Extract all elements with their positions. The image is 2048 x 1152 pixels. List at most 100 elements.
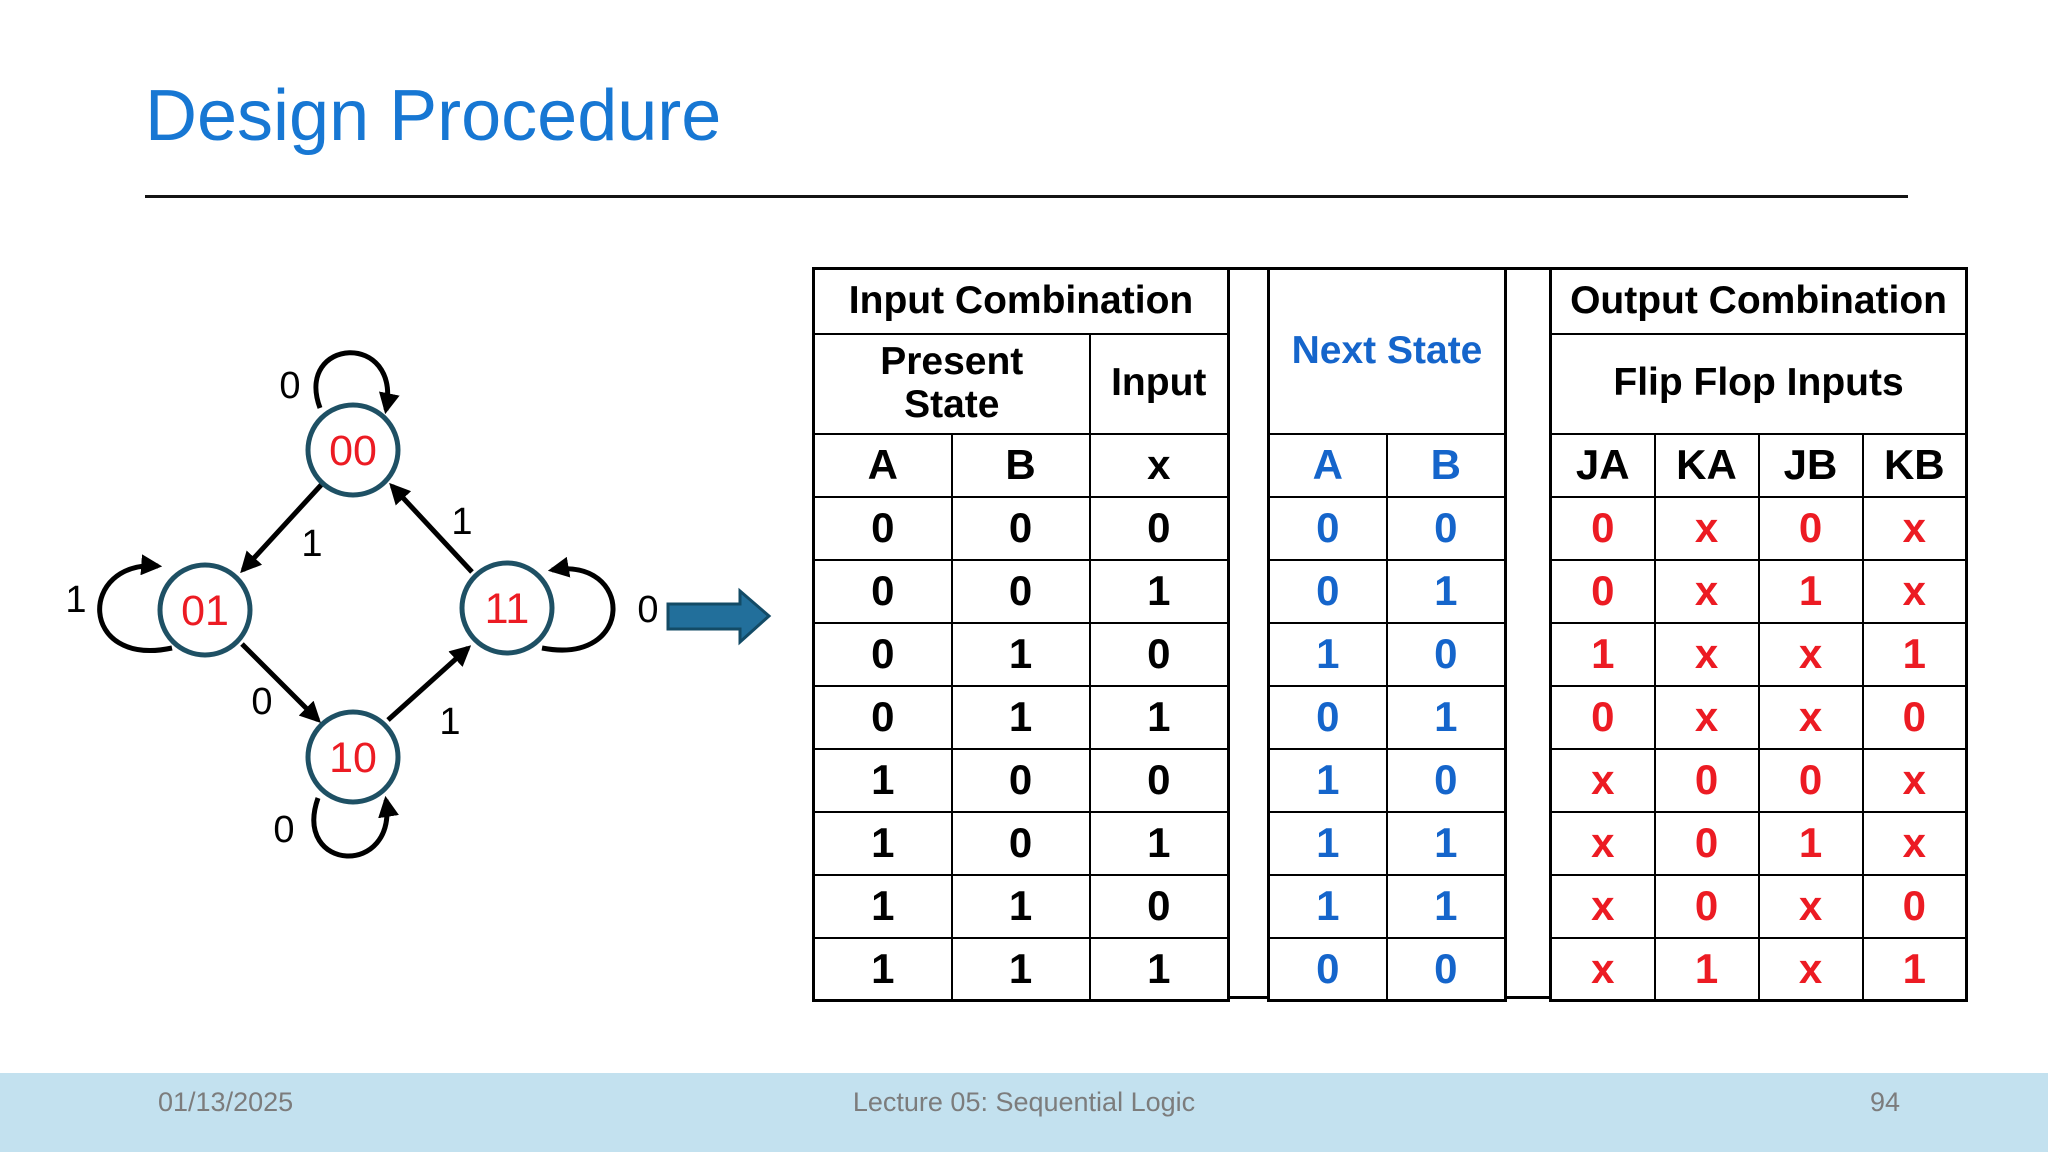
present-state-header: Present State bbox=[812, 332, 1091, 435]
cell-b: 0 bbox=[950, 558, 1091, 624]
loop-label-01: 1 bbox=[65, 579, 86, 621]
cell-x: 0 bbox=[1088, 621, 1230, 687]
self-loop-11 bbox=[541, 556, 616, 653]
cell-b: 1 bbox=[950, 873, 1091, 939]
gap-top-line-1 bbox=[1225, 267, 1269, 270]
state-diagram: 00 01 11 10 0 1 0 0 1 1 0 1 bbox=[65, 350, 772, 859]
next-state-header: Next State bbox=[1267, 267, 1507, 435]
edge-label-00-01: 1 bbox=[301, 523, 322, 565]
self-loop-01 bbox=[97, 554, 173, 653]
loop-label-11: 0 bbox=[637, 589, 658, 631]
gap-top-line-2 bbox=[1502, 267, 1551, 270]
cell-jb: x bbox=[1757, 936, 1864, 1002]
input-header: Input bbox=[1088, 332, 1230, 435]
cell-kb: 0 bbox=[1861, 873, 1968, 939]
cell-na: 1 bbox=[1267, 747, 1388, 813]
cell-ka: 0 bbox=[1653, 747, 1760, 813]
gap-bottom-line-1 bbox=[1225, 996, 1269, 999]
self-loop-00 bbox=[313, 350, 400, 415]
cell-kb: 1 bbox=[1861, 936, 1968, 1002]
cell-x: 1 bbox=[1088, 558, 1230, 624]
cell-ka: 0 bbox=[1653, 810, 1760, 876]
cell-nb: 1 bbox=[1385, 558, 1507, 624]
cell-ka: 1 bbox=[1653, 936, 1760, 1002]
col-header-JB: JB bbox=[1757, 432, 1864, 498]
footer-lecture-title: Lecture 05: Sequential Logic bbox=[852, 1087, 1196, 1117]
edge-label-01-10: 0 bbox=[251, 681, 272, 723]
transition-01-10 bbox=[240, 642, 321, 723]
transition-11-00 bbox=[389, 482, 474, 574]
cell-ja: 1 bbox=[1549, 621, 1656, 687]
state-circle-00 bbox=[305, 402, 401, 498]
truth-table-group: Input Combination Present State Input A … bbox=[812, 267, 1969, 1002]
cell-ka: 0 bbox=[1653, 873, 1760, 939]
input-combination-header: Input Combination bbox=[812, 267, 1230, 335]
cell-nb: 0 bbox=[1385, 936, 1507, 1002]
cell-x: 0 bbox=[1088, 495, 1230, 561]
cell-nb: 1 bbox=[1385, 810, 1507, 876]
cell-kb: x bbox=[1861, 810, 1968, 876]
cell-na: 0 bbox=[1267, 558, 1388, 624]
cell-x: 0 bbox=[1088, 873, 1230, 939]
col-header-A: A bbox=[812, 432, 953, 498]
cell-a: 1 bbox=[812, 873, 953, 939]
cell-na: 1 bbox=[1267, 810, 1388, 876]
cell-a: 0 bbox=[812, 621, 953, 687]
cell-kb: x bbox=[1861, 495, 1968, 561]
loop-label-00: 0 bbox=[279, 365, 300, 407]
cell-a: 0 bbox=[812, 495, 953, 561]
page-title: Design Procedure bbox=[145, 76, 722, 156]
cell-ka: x bbox=[1653, 558, 1760, 624]
cell-b: 1 bbox=[950, 684, 1091, 750]
state-circle-11 bbox=[459, 560, 555, 656]
cell-na: 1 bbox=[1267, 621, 1388, 687]
edge-label-10-11: 1 bbox=[439, 701, 460, 743]
state-label-00: 00 bbox=[329, 427, 377, 475]
cell-jb: 0 bbox=[1757, 495, 1864, 561]
cell-kb: x bbox=[1861, 558, 1968, 624]
col-header-KB: KB bbox=[1861, 432, 1968, 498]
loop-label-10: 0 bbox=[273, 809, 294, 851]
col-header-B: B bbox=[950, 432, 1091, 498]
cell-x: 1 bbox=[1088, 936, 1230, 1002]
output-combination-header: Output Combination bbox=[1549, 267, 1968, 335]
gap-bottom-line-2 bbox=[1502, 996, 1551, 999]
flow-arrow-icon bbox=[666, 587, 772, 646]
cell-a: 1 bbox=[812, 747, 953, 813]
cell-ka: x bbox=[1653, 495, 1760, 561]
state-label-01: 01 bbox=[181, 587, 229, 635]
cell-jb: 0 bbox=[1757, 747, 1864, 813]
cell-nb: 0 bbox=[1385, 495, 1507, 561]
cell-nb: 0 bbox=[1385, 621, 1507, 687]
transition-10-11 bbox=[386, 645, 472, 722]
cell-kb: x bbox=[1861, 747, 1968, 813]
cell-a: 1 bbox=[812, 936, 953, 1002]
cell-x: 0 bbox=[1088, 747, 1230, 813]
cell-a: 0 bbox=[812, 558, 953, 624]
cell-ja: 0 bbox=[1549, 684, 1656, 750]
cell-nb: 0 bbox=[1385, 747, 1507, 813]
cell-x: 1 bbox=[1088, 684, 1230, 750]
cell-b: 0 bbox=[950, 810, 1091, 876]
cell-kb: 1 bbox=[1861, 621, 1968, 687]
cell-a: 1 bbox=[812, 810, 953, 876]
cell-nb: 1 bbox=[1385, 873, 1507, 939]
cell-ja: x bbox=[1549, 936, 1656, 1002]
cell-kb: 0 bbox=[1861, 684, 1968, 750]
